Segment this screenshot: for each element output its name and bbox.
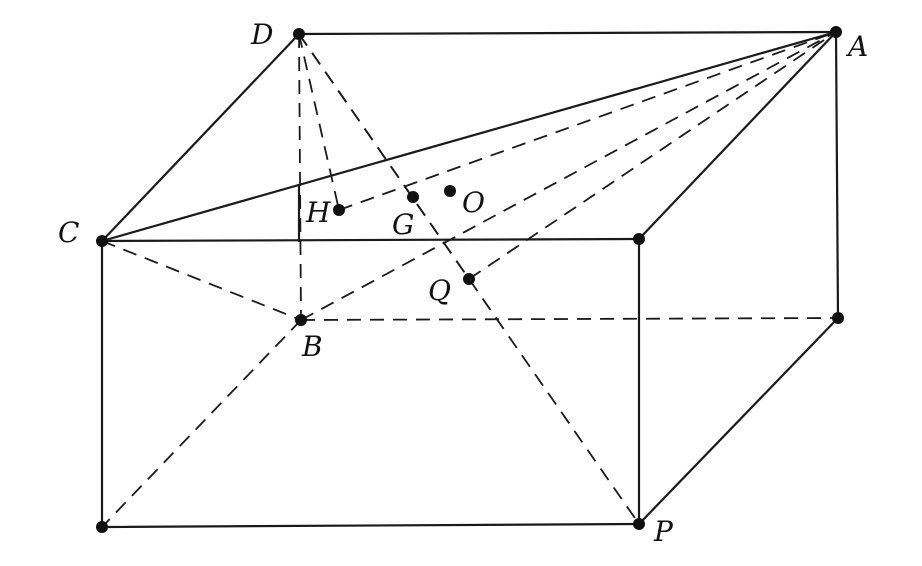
label-O: O [462,186,485,219]
dashed-lines [101,31,839,528]
dashed-B-front-bottom-left [101,319,302,528]
edge-A-front-top-right [637,30,838,241]
edge-D-A [297,30,838,36]
point-front-bottom-left [96,521,108,533]
label-H: H [305,196,331,229]
point-H [333,204,345,216]
point-O [444,185,456,197]
dashed-D-Q [298,33,470,280]
point-P [633,518,645,530]
dashed-B-back-bottom-right [300,317,839,321]
points [96,26,844,533]
point-A [830,26,842,38]
edge-A-back-bottom-right [834,30,840,320]
edge-D-C [100,32,301,243]
edge-C-front-top-right [100,237,641,243]
solid-edges [100,30,840,529]
label-A: A [845,30,868,63]
dashed-Q-A [468,31,837,280]
label-B: B [301,330,323,363]
point-back-bottom-right [832,312,844,324]
label-P: P [653,515,674,548]
point-Q [463,273,475,285]
labels: D A C H G O Q B P [58,18,868,548]
dashed-H-A [338,31,837,211]
label-Q: Q [428,274,451,307]
edge-front-bottom-left-P [100,522,641,529]
edge-C-A [100,30,838,243]
edge-P-back-bottom-right [637,316,840,526]
label-G: G [392,208,414,241]
label-D: D [250,18,273,51]
point-G [407,191,419,203]
dashed-B-A [300,31,837,321]
label-C: C [58,216,79,249]
dashed-D-H [298,33,340,211]
point-front-top-right [633,233,645,245]
point-D [293,28,305,40]
dashed-D-B [298,33,302,321]
point-B [295,314,307,326]
dashed-C-B [101,240,302,321]
point-C [96,235,108,247]
